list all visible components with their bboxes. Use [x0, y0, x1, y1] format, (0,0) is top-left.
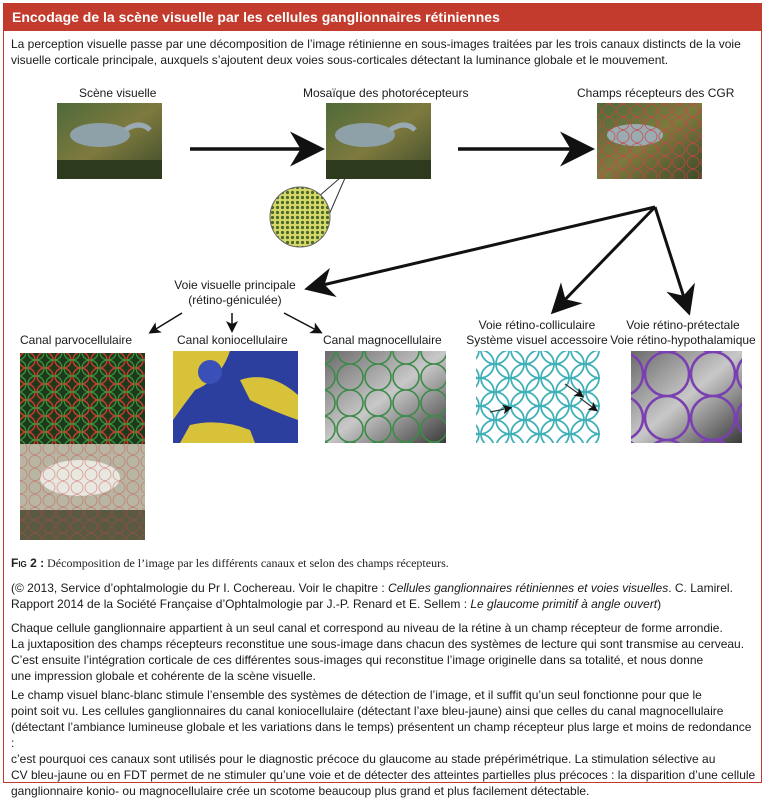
- label-pretectal: Voie rétino-prétectale Voie rétino-hypot…: [608, 318, 758, 348]
- paragraph-1-line: La juxtaposition des champs récepteurs r…: [11, 637, 745, 651]
- credit-part3: Rapport 2014 de la Société Française d’O…: [11, 597, 471, 611]
- main-path-arrows: [148, 312, 323, 334]
- pretectal-image: [631, 351, 742, 443]
- paragraph-1: Chaque cellule ganglionnaire appartient …: [11, 620, 756, 684]
- paragraph-2-line: point soit vu. Les cellules ganglionnair…: [11, 704, 724, 718]
- mosaic-zoom-circle: [269, 177, 346, 248]
- label-main-path-line1: Voie visuelle principale: [174, 278, 296, 292]
- paragraph-2: Le champ visuel blanc-blanc stimule l’en…: [11, 687, 756, 799]
- paragraph-2-line: ganglionnaire konio- ou magnocellulaire …: [11, 784, 590, 798]
- intro-text: La perception visuelle passe par une déc…: [11, 36, 746, 68]
- label-mosaic: Mosaïque des photorécepteurs: [303, 86, 469, 100]
- label-colliculus-line2: Système visuel accessoire: [466, 333, 608, 347]
- figure-caption: Fig 2 : Décomposition de l’image par les…: [11, 556, 746, 571]
- paragraph-1-line: Chaque cellule ganglionnaire appartient …: [11, 621, 723, 635]
- paragraph-2-line: CV bleu-jaune ou en FDT permet de ne sti…: [11, 768, 756, 782]
- paragraph-1-line: une impression globale et cohérente de l…: [11, 669, 316, 683]
- cgr-image: [597, 103, 702, 179]
- parvo-image: [20, 353, 145, 444]
- label-parvo: Canal parvocellulaire: [20, 333, 133, 347]
- paragraph-2-line: c’est pourquoi ces canaux sont utilisés …: [11, 752, 716, 766]
- credit-text: (© 2013, Service d’ophtalmologie du Pr I…: [11, 580, 751, 612]
- paragraph-2-line: (détectant l’ambiance lumineuse globale …: [11, 720, 752, 750]
- paragraph-1-line: C’est ensuite l’intégration corticale de…: [11, 653, 704, 667]
- magno-image: [325, 351, 446, 443]
- credit-chapter-title: Cellules ganglionnaires rétiniennes et v…: [388, 581, 669, 595]
- label-scene: Scène visuelle: [79, 86, 157, 100]
- figure-number: Fig 2 :: [11, 556, 45, 570]
- label-pretectal-line2: Voie rétino-hypothalamique: [610, 333, 756, 347]
- box-title: Encodage de la scène visuelle par les ce…: [4, 4, 761, 31]
- figure-diagram: [20, 103, 742, 540]
- paragraph-2-line: Le champ visuel blanc-blanc stimule l’en…: [11, 688, 702, 702]
- label-cgr: Champs récepteurs des CGR: [577, 86, 735, 100]
- scene-image: [57, 103, 162, 179]
- parvo-image-bottom: [20, 444, 145, 540]
- label-colliculus: Voie rétino-colliculaire Système visuel …: [462, 318, 612, 348]
- credit-report-title: Le glaucome primitif à angle ouvert: [470, 597, 658, 611]
- label-main-path: Voie visuelle principale (rétino-génicul…: [160, 278, 310, 308]
- credit-part2: . C. Lamirel.: [668, 581, 733, 595]
- label-konio: Canal koniocellulaire: [177, 333, 288, 347]
- konio-image: [173, 351, 298, 443]
- label-main-path-line2: (rétino-géniculée): [188, 293, 282, 307]
- mosaic-image: [326, 103, 431, 179]
- credit-part4: ): [657, 597, 662, 611]
- label-colliculus-line1: Voie rétino-colliculaire: [478, 318, 596, 332]
- credit-part1: (© 2013, Service d’ophtalmologie du Pr I…: [11, 581, 389, 595]
- label-magno: Canal magnocellulaire: [323, 333, 442, 347]
- caption-text: Décomposition de l’image par les différe…: [47, 556, 449, 570]
- branch-arrows: [304, 205, 695, 316]
- colliculus-image: [476, 351, 600, 443]
- label-pretectal-line1: Voie rétino-prétectale: [626, 318, 740, 332]
